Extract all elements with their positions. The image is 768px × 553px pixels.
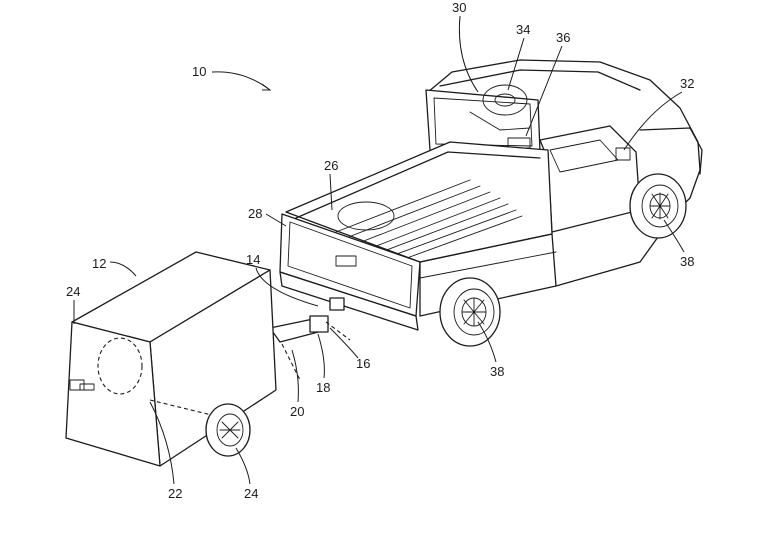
ref-18: 18	[316, 380, 330, 395]
ref-38-front: 38	[680, 254, 694, 269]
trailer	[65, 251, 277, 467]
reference-labels: 10 12 24 14 28 26 30 34 36 32 38 38	[66, 0, 694, 501]
ref-28: 28	[248, 206, 262, 221]
front-wheel	[629, 173, 687, 239]
ref-20: 20	[290, 404, 304, 419]
ref-10: 10	[192, 64, 206, 79]
ref-36: 36	[556, 30, 570, 45]
pickup-truck	[279, 59, 703, 347]
rear-wheel	[439, 277, 501, 347]
trailer-wheel	[205, 403, 251, 457]
ref-30: 30	[452, 0, 466, 15]
ref-38-rear: 38	[490, 364, 504, 379]
hitch-assembly	[269, 315, 351, 381]
ref-12: 12	[92, 256, 106, 271]
ref-32: 32	[680, 76, 694, 91]
ref-22: 22	[168, 486, 182, 501]
ref-24-upper: 24	[66, 284, 80, 299]
ref-14: 14	[246, 252, 260, 267]
ref-16: 16	[356, 356, 370, 371]
ref-24-lower: 24	[244, 486, 258, 501]
ref-34: 34	[516, 22, 530, 37]
ref-26: 26	[324, 158, 338, 173]
